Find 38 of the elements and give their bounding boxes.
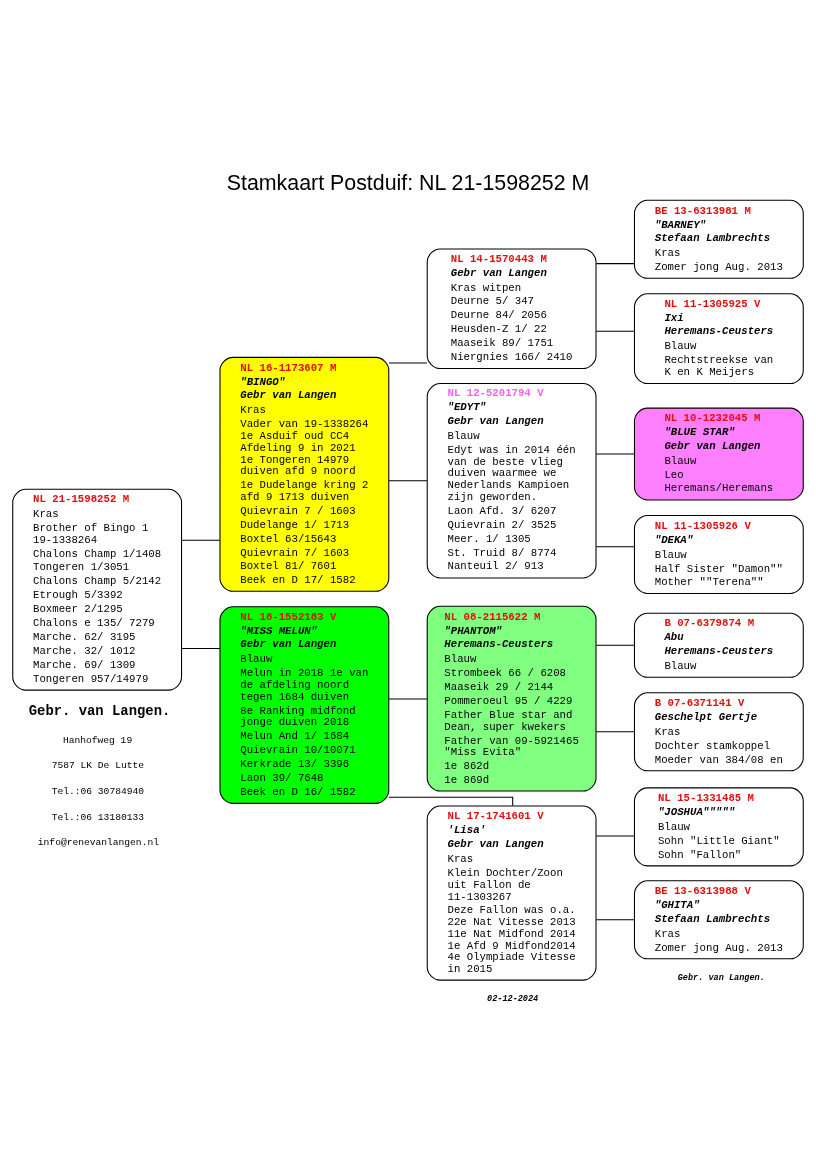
connector [181, 647, 221, 649]
connector [595, 730, 635, 732]
connector [388, 697, 428, 699]
connector [595, 330, 635, 332]
connector [595, 644, 635, 646]
label: Tel.:06 30784940 [51, 785, 144, 797]
connector [388, 361, 428, 363]
connector [595, 453, 635, 455]
connector [595, 262, 635, 264]
node-box: NL 08-2115622 M "PHANTOM" Heremans-Ceusters Blauw Strombeek 66 / 6208 Maaseik 29 / 2144 Pommeroeul 95 / 4229 Father Blue star and Dean, super kwekers Father van 09-5921465 "Miss Evita" 1e 862d 1e 869d [426, 605, 597, 792]
label: Hanhofweg 19 [62, 734, 133, 746]
label: Gebr. van Langen. [28, 702, 171, 719]
connector [388, 796, 514, 806]
node-box: NL 16-1173607 M "BINGO" Gebr van Langen Kras Vader van 19-1338264 1e Asduif oud CC4 Afdeling 9 in 2021 1e Tongeren 14979 duiven afd 9 noord 1e Dudelange kring 2 afd 9 1713 duiven Quievrain 7 / 1603 Dudelange 1/ 1713 Boxtel 63/15643 Quievrain 7/ 1603 Boxtel 81/ 7601 Beek en D 17/ 1582 [219, 356, 390, 592]
label: Tel.:06 13180133 [51, 811, 144, 823]
node-box: NL 15-1331485 M "JOSHUA""""" Blauw Sohn "Little Giant" Sohn "Fallon" [633, 786, 804, 866]
connector [388, 479, 428, 481]
node-box: B 07-6371141 V Geschelpt Gertje Kras Dochter stamkoppel Moeder van 384/08 en [633, 691, 804, 771]
node-box: NL 11-1305925 V Ixi Heremans-Ceusters Blauw Rechtstreekse van K en K Meijers [633, 292, 804, 384]
label: 7587 LK De Lutte [51, 759, 144, 771]
node-box: NL 11-1305926 V "DEKA" Blauw Half Sister "Damon"" Mother ""Terena"" [633, 514, 804, 594]
node-box: BE 13-6313988 V "GHITA" Stefaan Lambrechts Kras Zomer jong Aug. 2013 [633, 879, 804, 959]
node-box: NL 12-5201794 V "EDYT" Gebr van Langen Blauw Edyt was in 2014 één van de beste vlieg duiven waarmee we Nederlands Kampioen zijn geworden. Laon Afd. 3/ 6207 Quievrain 2/ 3525 Meer. 1/ 1305 St. Truid 8/ 8774 Nanteuil 2/ 913 [426, 382, 597, 578]
connector [595, 918, 635, 920]
node-box: NL 18-1552183 V "MISS MELUN" Gebr van Langen Blauw Melun in 2018 1e van de afdeling noord tegen 1684 duiven 8e Ranking midfond jonge duiven 2018 Melun And 1/ 1684 Quievrain 10/10071 Kerkrade 13/ 3396 Laon 39/ 7648 Beek en D 16/ 1582 [219, 605, 390, 804]
node-box: NL 21-1598252 M Kras Brother of Bingo 1 19-1338264 Chalons Champ 1/1408 Tongeren 1/3051 Chalons Champ 5/2142 Etrough 5/3392 Boxmeer 2/1295 Chalons e 135/ 7279 Marche. 62/ 3195 Marche. 32/ 1012 Marche. 69/ 1309 Tongeren 957/14979 [12, 488, 183, 691]
connector [181, 539, 221, 541]
node-box: B 07-6379874 M Abu Heremans-Ceusters Blauw [633, 612, 804, 678]
label: Gebr. van Langen. [677, 972, 765, 983]
connector [595, 834, 635, 836]
node-box: NL 10-1232045 M "BLUE STAR" Gebr van Langen Blauw Leo Heremans/Heremans [633, 407, 804, 500]
node-box: NL 14-1570443 M Gebr van Langen Kras witpen Deurne 5/ 347 Deurne 84/ 2056 Heusden-Z 1/ 22 Maaseik 89/ 1751 Niergnies 166/ 2410 [426, 247, 597, 369]
label: info@renevanlangen.nl [37, 836, 159, 848]
connector [595, 545, 635, 547]
label: 02-12-2024 [487, 993, 539, 1004]
node-box: NL 17-1741601 V 'Lisa' Gebr van Langen Kras Klein Dochter/Zoon uit Fallon de 11-1303267 Deze Fallon was o.a. 22e Nat Vitesse 2013 11e Nat Midfond 2014 1e Afd 9 Midfond2014 4e Olympiade Vitesse in 2015 [426, 805, 597, 981]
node-box: BE 13-6313981 M "BARNEY" Stefaan Lambrechts Kras Zomer jong Aug. 2013 [633, 199, 804, 279]
diagram-title: Stamkaart Postduif: NL 21-1598252 M [226, 170, 590, 195]
